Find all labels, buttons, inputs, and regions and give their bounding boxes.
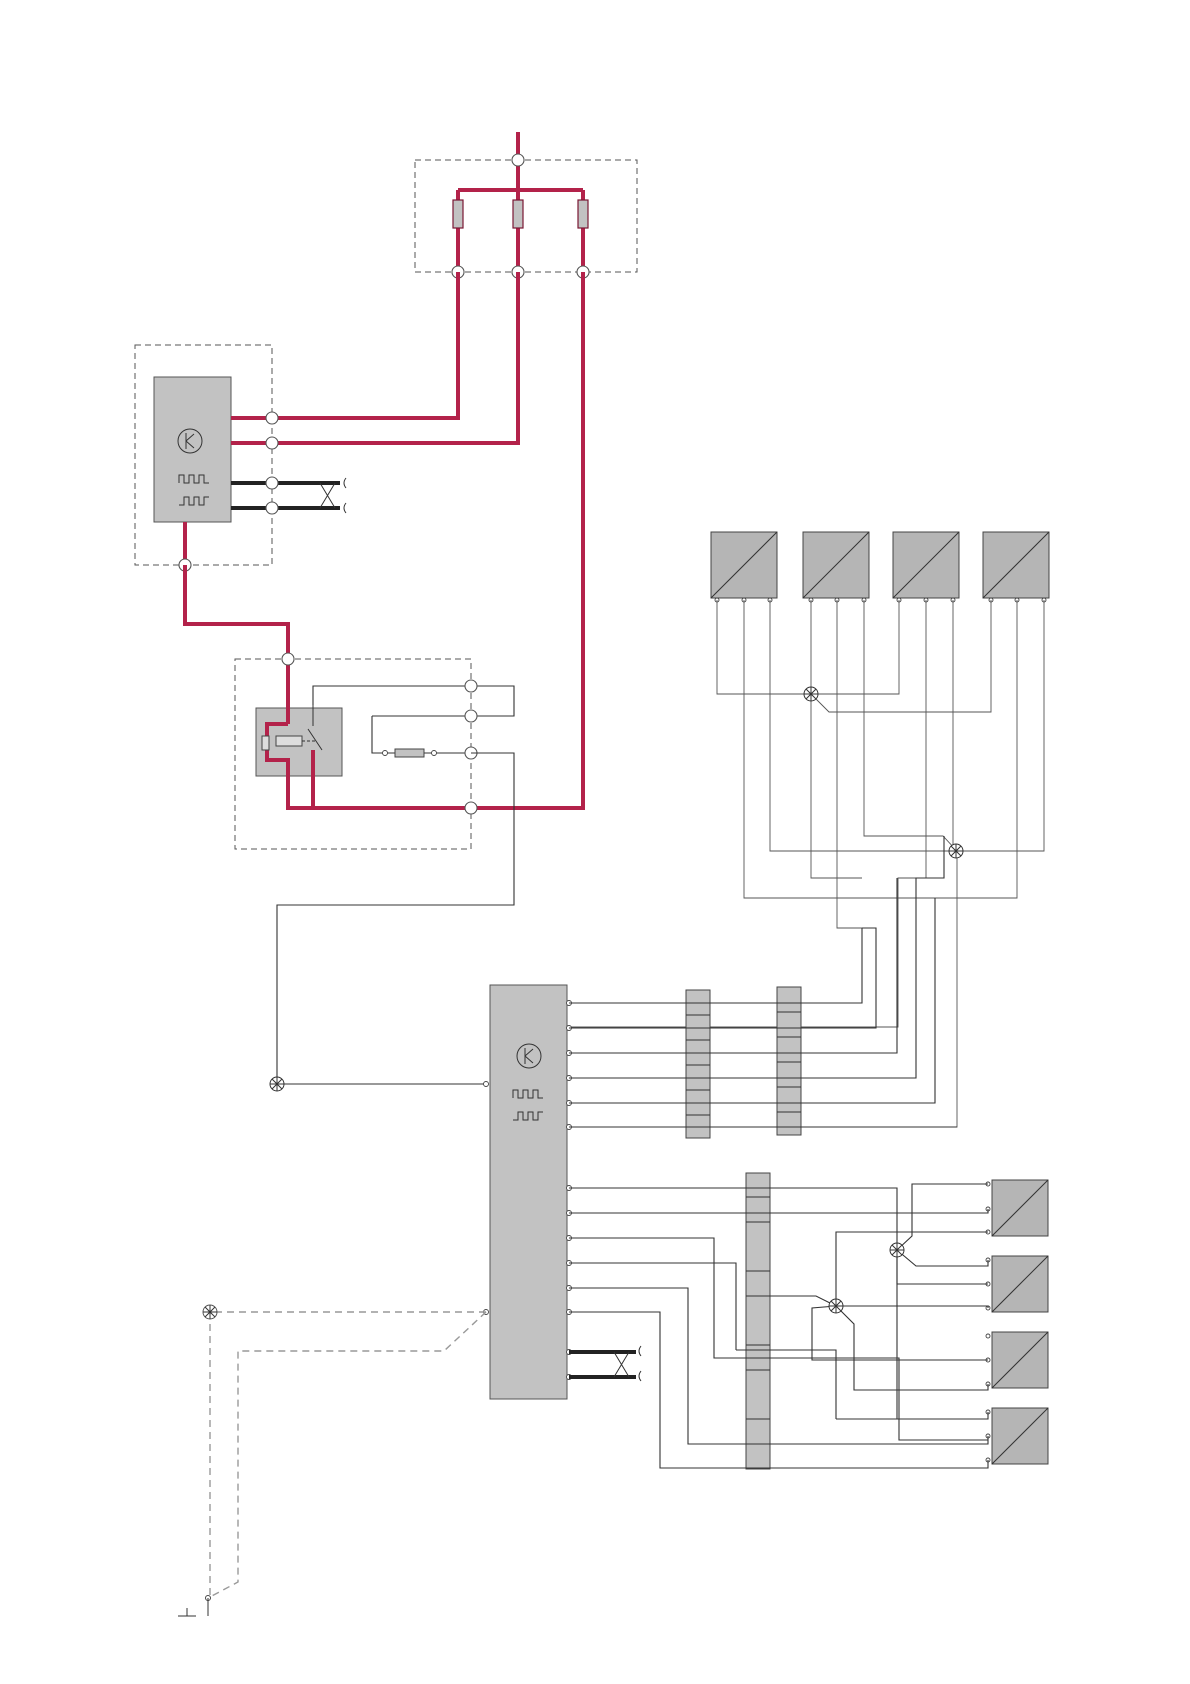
sensor-top-3 [893,532,959,602]
sensors-top [711,532,1049,602]
supply-node [512,154,524,166]
fuse-icon [383,749,472,757]
sensor-right-2 [986,1256,1048,1312]
fuse-icon [453,200,588,228]
sensor-top-4 [983,532,1049,602]
control-module-1 [135,345,346,571]
power-line-3 [471,272,583,808]
lower-signal-lines [569,1184,988,1468]
relay-box [235,653,514,849]
splice-icon [890,1243,904,1257]
power-line-4 [185,565,288,658]
module-1-body [154,377,231,522]
splice-icon [829,1299,843,1313]
sensor-top-1 [711,532,777,602]
connector-block-3 [746,1173,770,1469]
ground-circuit [178,1305,486,1616]
sensor-right-3 [986,1332,1048,1388]
sensor-right-4 [986,1408,1048,1464]
splice-icon [804,687,818,701]
splice-icon [270,1077,284,1091]
sensors-right [986,1180,1048,1464]
top-sensor-wiring [569,600,1044,1127]
fuse-box-boundary [415,160,637,272]
power-line-1 [272,272,458,418]
ground-switch [206,1596,211,1617]
connector-block-1 [686,990,710,1138]
upper-signal-lines [569,836,957,1127]
sensor-right-1 [986,1180,1048,1236]
sensor-top-2 [803,532,869,602]
splice-icon [949,844,963,858]
fuse-box [415,132,637,278]
module-2-body [490,985,567,1399]
splice-icon [203,1305,217,1319]
connector-block-2 [777,987,801,1135]
ground-icon [178,1608,196,1616]
control-module-2 [484,985,642,1399]
